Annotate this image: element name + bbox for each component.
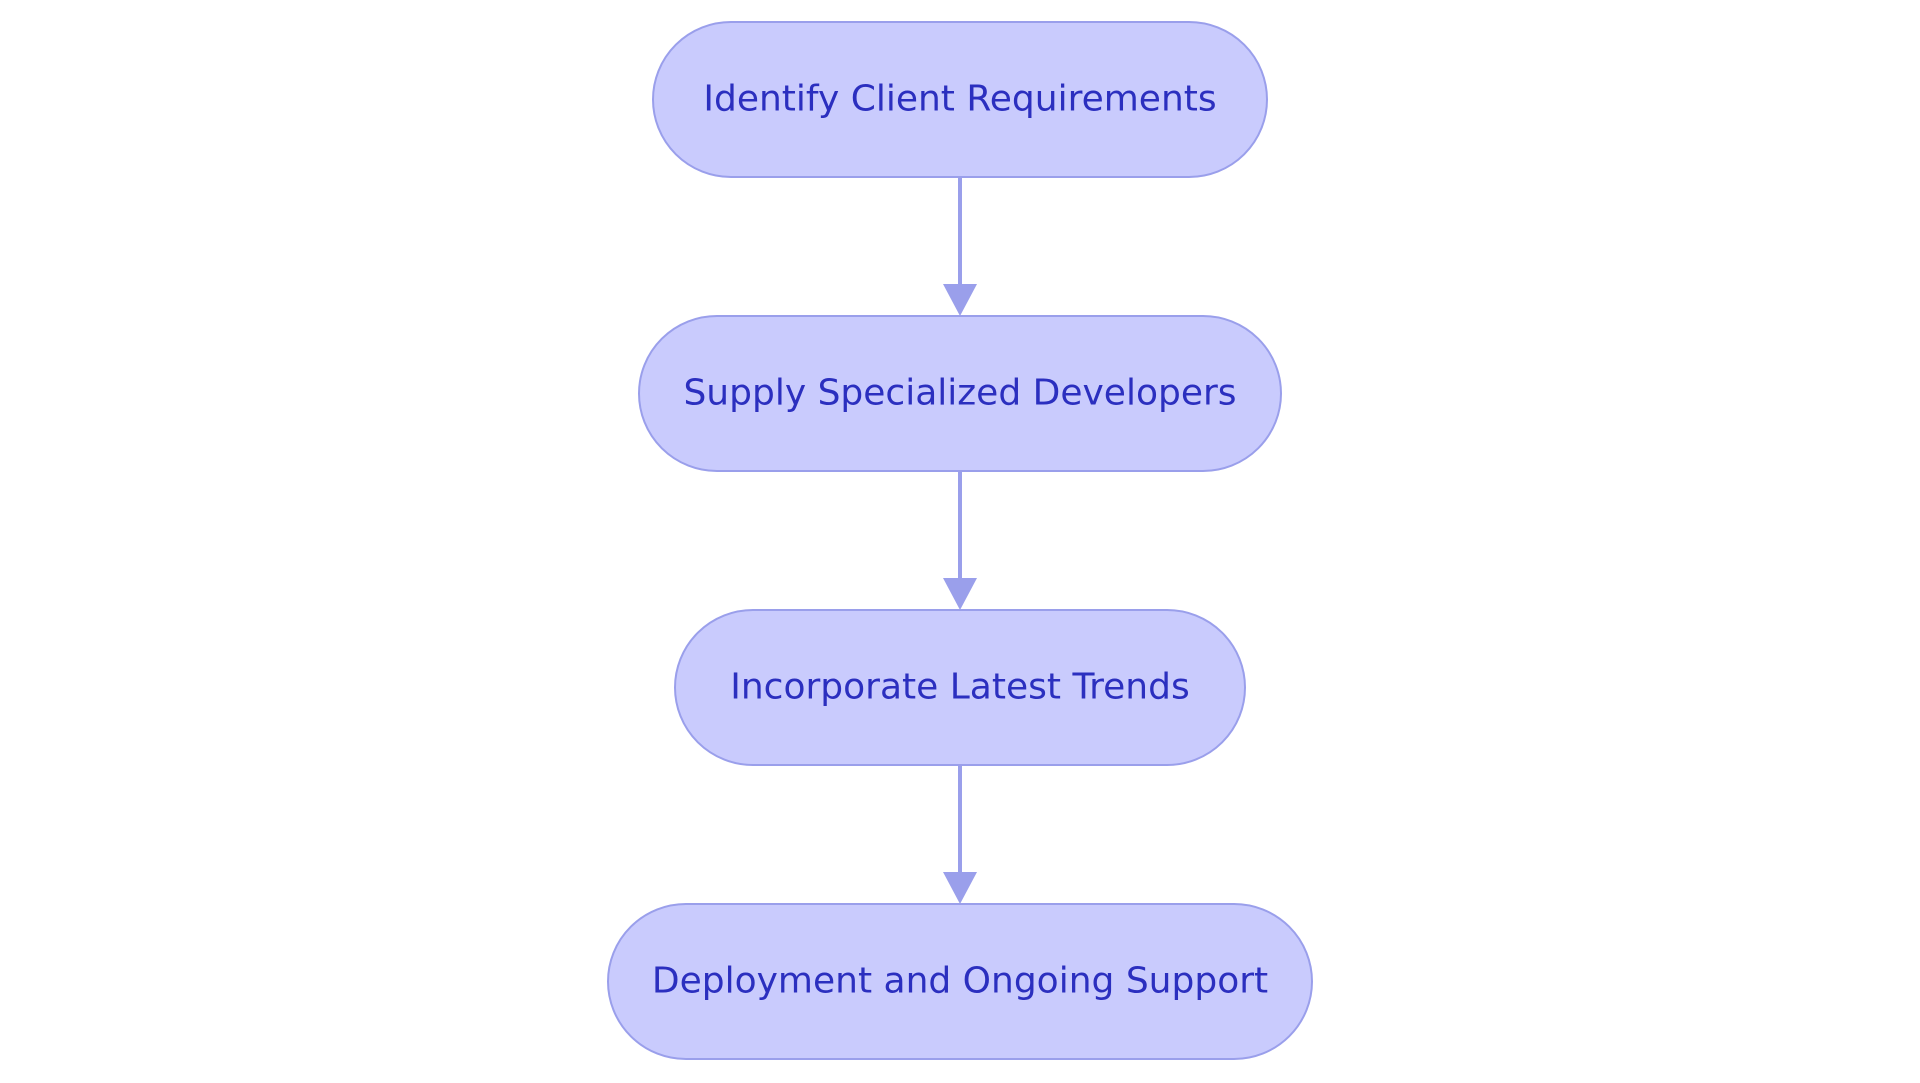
- edge-incorporate-to-deploy: [943, 766, 977, 904]
- node-label: Identify Client Requirements: [703, 79, 1216, 120]
- node-label: Supply Specialized Developers: [683, 373, 1236, 414]
- node-identify-client-requirements: Identify Client Requirements: [652, 21, 1268, 178]
- node-deployment-and-ongoing-support: Deployment and Ongoing Support: [607, 903, 1313, 1060]
- nodes: Identify Client Requirements Supply Spec…: [607, 21, 1313, 1060]
- node-incorporate-latest-trends: Incorporate Latest Trends: [674, 609, 1246, 766]
- node-label: Deployment and Ongoing Support: [652, 961, 1268, 1002]
- edge-supply-to-incorporate: [943, 472, 977, 610]
- node-label: Incorporate Latest Trends: [730, 667, 1189, 708]
- edges: [943, 178, 977, 904]
- node-supply-specialized-developers: Supply Specialized Developers: [638, 315, 1282, 472]
- edge-identify-to-supply: [943, 178, 977, 316]
